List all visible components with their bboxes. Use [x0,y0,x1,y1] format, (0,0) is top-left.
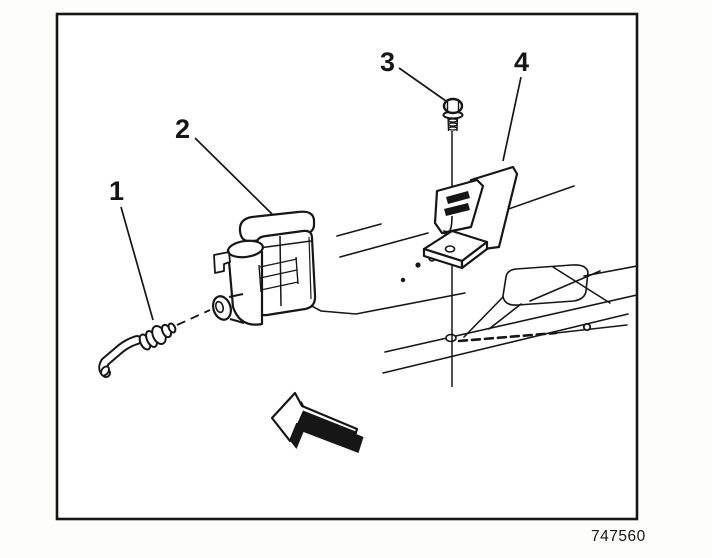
sill-edge-line [499,185,575,213]
pad-rib-line [529,270,601,302]
hose-fitting-part-1 [98,322,177,378]
cylinder-top [227,239,264,259]
bolt-hole [445,333,457,343]
bracket-part-4 [422,165,519,270]
clip-slot [444,203,470,216]
figure-number: 747560 [591,528,646,545]
bolt-part-3 [442,97,464,387]
solenoid-cylinder [226,248,264,326]
floor-pad-outline [502,264,589,306]
outlet-port-bore [214,300,225,314]
small-hole [582,322,592,332]
mounting-tab [213,251,231,274]
arrow-shaft-face [297,410,356,445]
direction-arrow [270,391,364,453]
clip-slot [446,191,470,204]
canister-part-2 [212,210,317,326]
bolt-threads [447,116,459,132]
sill-edge-line [336,223,382,237]
callout-4-label: 4 [514,47,529,77]
body-edge-line [308,236,312,300]
tube-end-cap [100,365,110,377]
callout-1-label: 1 [109,176,124,206]
callout-2-label: 2 [175,114,190,144]
pad-rib-line [552,266,611,304]
lid-seam-line [258,240,312,249]
rivet-dot [415,262,421,268]
body-seam-line [279,235,282,307]
callout-3-label: 3 [380,47,395,77]
seam-line [555,324,628,334]
callout-2-leader [194,137,273,215]
bracket-base-side [460,240,489,270]
port-link-line [229,318,245,324]
label-panel [258,256,299,293]
callout-leaders [120,67,522,321]
fitting-nut-rings [138,322,177,351]
port-link-line [228,293,244,298]
callout-4-leader [502,76,522,162]
callout-3-leader [398,67,447,102]
sill-edge-line [339,232,429,258]
floor-edge-line [384,294,638,353]
rivet-dot [400,277,406,283]
base-hole [444,245,456,253]
pad-flange-line [488,303,522,330]
hatched-seam-line [457,331,558,343]
assembly-axis-dashed [176,309,211,326]
callout-1-leader [120,206,154,321]
pad-flange-line [463,296,504,338]
bolt-head [442,97,464,115]
